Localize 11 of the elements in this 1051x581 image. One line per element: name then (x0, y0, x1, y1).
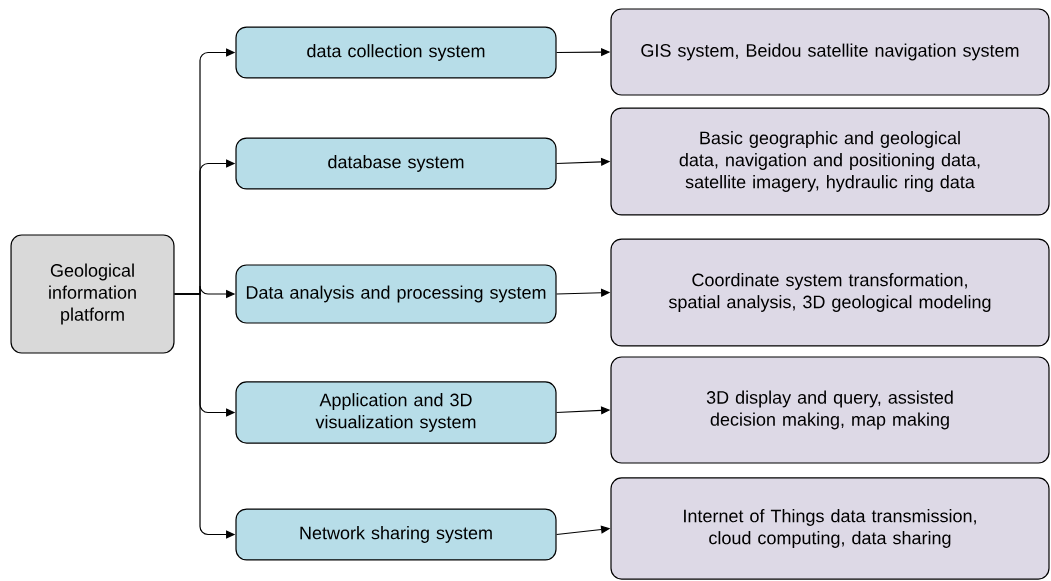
system-box: Application and 3D visualization system (235, 381, 557, 444)
system-box: database system (235, 137, 557, 190)
content-box: Basic geographic and geological data, navigation and positioning data, satellite imagery, hydraulic ring data (610, 107, 1050, 216)
content-box: 3D display and query, assisted decision making, map making (610, 356, 1050, 464)
content-box: Internet of Things data transmission, cloud computing, data sharing (610, 477, 1050, 580)
content-box: Coordinate system transformation, spatial analysis, 3D geological modeling (610, 238, 1050, 347)
content-box: GIS system, Beidou satellite navigation system (610, 8, 1050, 96)
platform-box: Geological information platform (10, 234, 175, 354)
system-box: data collection system (235, 26, 557, 79)
system-box: Network sharing system (235, 508, 557, 561)
system-box: Data analysis and processing system (235, 264, 557, 324)
